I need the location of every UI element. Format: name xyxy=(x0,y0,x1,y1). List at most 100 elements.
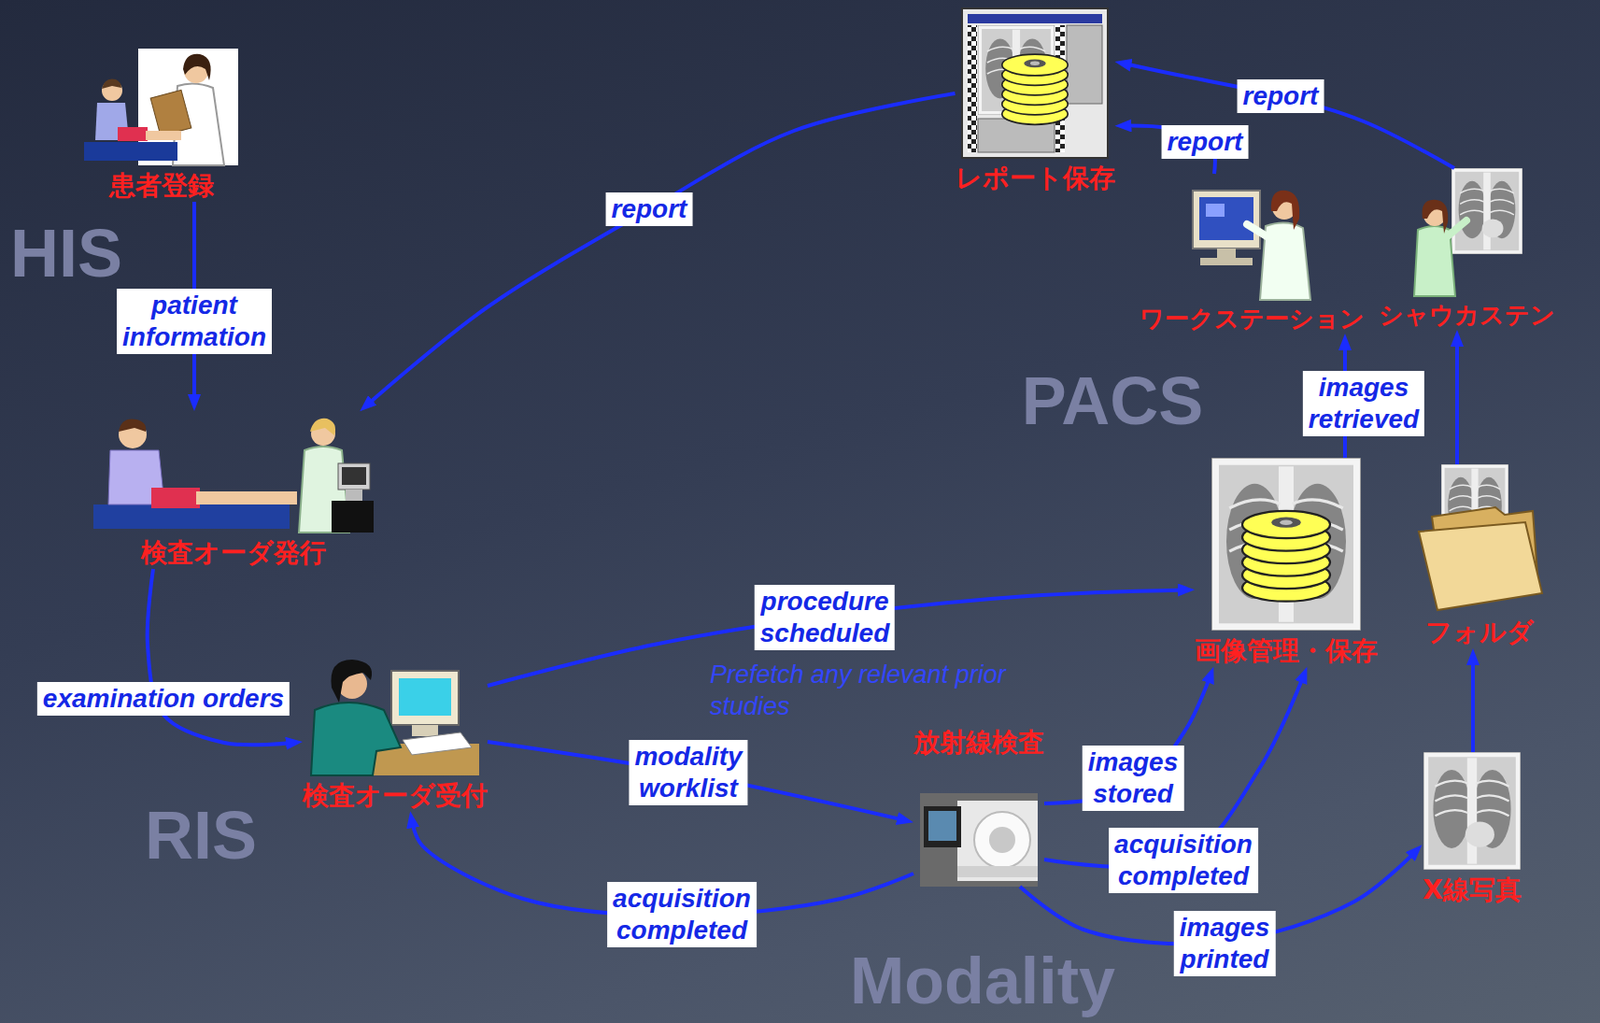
gantry xyxy=(957,800,1038,881)
node-caption: 画像管理・保存 xyxy=(1194,635,1378,667)
icon-area xyxy=(1415,464,1544,612)
monitor-base xyxy=(1217,248,1236,258)
node-caption: レポート保存 xyxy=(955,162,1116,195)
paper xyxy=(402,732,472,755)
system-node: 放射線検査 xyxy=(913,726,1045,887)
system-node: 患者登録 xyxy=(84,48,239,202)
monitor xyxy=(391,670,459,725)
connector xyxy=(1123,63,1455,169)
screen xyxy=(928,810,957,841)
node-caption: 検査オーダ受付 xyxy=(302,779,488,812)
doctor-hair xyxy=(183,54,212,81)
icon-area xyxy=(962,8,1108,158)
icon-area xyxy=(93,410,374,533)
system-node: 画像管理・保存 xyxy=(1194,457,1378,667)
patient-legs xyxy=(145,130,182,141)
patient-hair xyxy=(118,419,146,432)
monitor-base xyxy=(345,489,363,501)
edge-label: report xyxy=(1161,125,1249,159)
node-caption: X線写真 xyxy=(1422,874,1522,907)
edge-label: acquisition completed xyxy=(1108,827,1259,893)
checker-strip xyxy=(967,25,977,153)
keyboard xyxy=(1200,257,1253,266)
modality-icon xyxy=(920,792,1038,887)
bore xyxy=(989,826,1016,853)
edge-label: modality worklist xyxy=(628,739,748,806)
connector xyxy=(367,93,956,406)
disk-stack xyxy=(1242,510,1331,602)
zone-watermark: PACS xyxy=(1021,367,1204,435)
edge-label: acquisition completed xyxy=(607,881,757,948)
monitor xyxy=(923,806,962,848)
order-reception-icon xyxy=(311,659,480,776)
note-text: Prefetch any relevant prior studies xyxy=(709,658,1009,723)
icon-area xyxy=(1423,751,1521,870)
icon-area xyxy=(1211,457,1361,631)
icon-area xyxy=(311,653,480,776)
xray-film-icon xyxy=(1423,751,1521,870)
zone-watermark: RIS xyxy=(144,801,257,869)
doctor-hair xyxy=(310,418,336,436)
node-caption: ワークステーション xyxy=(1139,304,1365,334)
connector-group xyxy=(147,63,1473,944)
icon-area xyxy=(1410,168,1523,297)
xray-film xyxy=(1423,751,1521,870)
system-node: X線写真 xyxy=(1422,751,1522,907)
folder-front xyxy=(1418,522,1543,610)
hair xyxy=(1271,190,1300,230)
connector xyxy=(1455,339,1459,465)
couch xyxy=(957,865,1038,878)
edge-label: images printed xyxy=(1174,910,1276,977)
viewer-icon xyxy=(1414,168,1523,297)
edge-label: patient information xyxy=(116,288,272,354)
report-archive-icon xyxy=(962,8,1108,158)
icon-area xyxy=(920,792,1038,887)
system-node: ワークステーション xyxy=(1139,173,1365,334)
system-node: 検査オーダ受付 xyxy=(302,653,488,812)
jacket xyxy=(311,702,401,776)
folder-icon xyxy=(1418,464,1543,610)
image-archive-icon xyxy=(1211,457,1361,631)
title-bar xyxy=(967,14,1103,24)
icon-area xyxy=(84,48,239,166)
hair xyxy=(1422,199,1449,234)
system-node: フォルダ xyxy=(1415,464,1544,649)
node-caption: 放射線検査 xyxy=(913,726,1045,759)
desk xyxy=(331,500,374,533)
edge-label: procedure scheduled xyxy=(754,584,895,651)
monitor-base xyxy=(411,724,439,737)
registration-icon xyxy=(84,48,239,166)
patient-shorts xyxy=(117,127,148,142)
monitor xyxy=(1192,190,1261,249)
node-caption: 検査オーダ発行 xyxy=(141,537,326,569)
icon-area xyxy=(1192,173,1311,300)
connector xyxy=(1471,657,1475,752)
system-node: 検査オーダ発行 xyxy=(93,410,374,569)
screen xyxy=(1199,197,1254,241)
zone-watermark: HIS xyxy=(10,219,123,287)
patient-legs xyxy=(196,491,298,505)
node-caption: フォルダ xyxy=(1425,616,1534,649)
disk-stack xyxy=(1002,54,1069,125)
monitor xyxy=(338,463,370,490)
edge-label: images stored xyxy=(1082,745,1185,811)
window-frame xyxy=(962,8,1108,158)
hair xyxy=(330,659,372,703)
side-panel xyxy=(1066,25,1103,104)
xray-film xyxy=(1451,168,1523,255)
screen xyxy=(398,678,452,716)
patient-hair xyxy=(101,78,122,89)
photo-ground xyxy=(920,792,1038,887)
edge-label: images retrieved xyxy=(1302,370,1425,437)
connector xyxy=(147,568,294,745)
screen xyxy=(341,467,367,485)
edge-label: examination orders xyxy=(37,681,290,716)
node-caption: シャウカステン xyxy=(1378,300,1556,330)
arm xyxy=(1246,224,1272,240)
table xyxy=(84,141,178,161)
patient-shorts xyxy=(151,487,200,509)
system-node: レポート保存 xyxy=(955,8,1116,195)
